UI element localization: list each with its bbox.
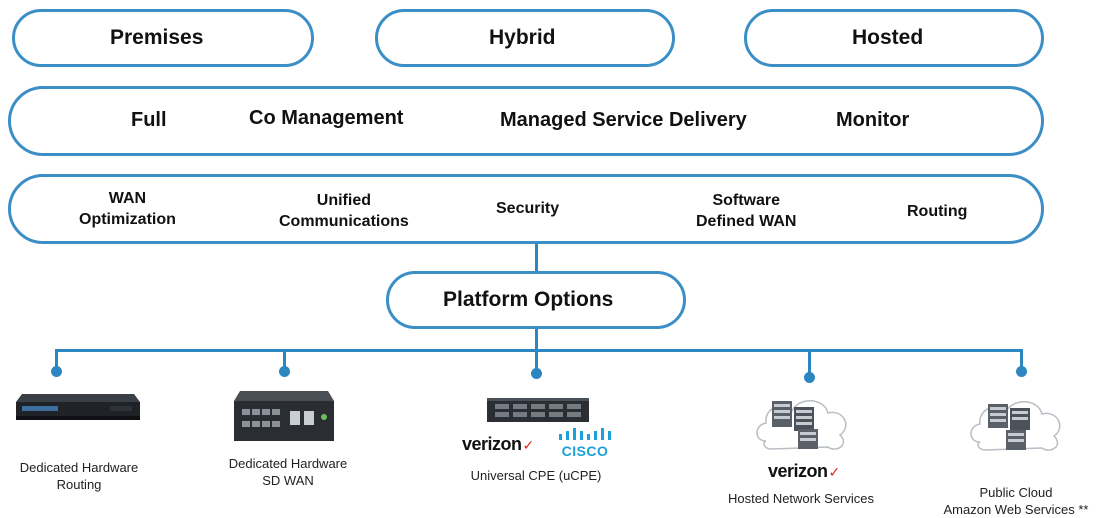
verizon-wordmark: verizon	[462, 434, 522, 454]
option-ucpe-caption: Universal CPE (uCPE)	[470, 468, 602, 483]
sdwan-device-icon	[234, 391, 334, 441]
connector-platform-bus	[535, 329, 538, 351]
premises-pill	[12, 9, 314, 67]
option-sdwan-line1: Dedicated Hardware	[228, 456, 348, 471]
option-cloud-caption: Public Cloud Amazon Web Services **	[926, 484, 1106, 518]
platform-pill	[386, 271, 686, 329]
dot-hosted	[804, 372, 815, 383]
connector-services-platform	[535, 244, 538, 272]
option-cloud-line2: Amazon Web Services **	[943, 502, 1089, 517]
drop-routing	[55, 349, 58, 369]
option-sdwan-caption: Dedicated Hardware SD WAN	[214, 455, 362, 489]
dot-sdwan	[279, 366, 290, 377]
cisco-logo: CISCO	[561, 443, 609, 459]
hosted-cloud-icon	[756, 400, 847, 450]
hosted-pill	[744, 9, 1044, 67]
service-wan-line2: Optimization	[79, 211, 176, 228]
service-wan-optimization: WAN Optimization	[79, 188, 176, 230]
hybrid-pill	[375, 9, 675, 67]
service-unified-communications: Unified Communications	[279, 190, 409, 232]
verizon-logo-hosted: verizon✓	[768, 461, 840, 482]
drop-sdwan	[283, 349, 286, 369]
verizon-wordmark-hosted: verizon	[768, 461, 828, 481]
dot-cloud	[1016, 366, 1027, 377]
verizon-check-icon-hosted: ✓	[828, 464, 841, 480]
service-wan-line1: WAN	[108, 190, 147, 207]
service-sdwan-line1: Software	[712, 192, 781, 209]
drop-hosted	[808, 349, 811, 375]
drop-ucpe	[535, 349, 538, 371]
dot-ucpe	[531, 368, 542, 379]
service-sdwan-line2: Defined WAN	[696, 213, 797, 230]
option-sdwan-line2: SD WAN	[262, 473, 314, 488]
public-cloud-icon	[970, 401, 1061, 451]
option-cloud-line1: Public Cloud	[979, 485, 1053, 500]
option-routing-caption: Dedicated Hardware Routing	[10, 459, 148, 493]
dot-routing	[51, 366, 62, 377]
services-pill	[8, 174, 1044, 244]
management-full: Full	[131, 109, 167, 131]
verizon-logo: verizon✓	[462, 434, 534, 455]
verizon-check-icon: ✓	[522, 437, 535, 453]
management-pill	[8, 86, 1044, 156]
hosted-label: Hosted	[852, 26, 924, 49]
service-sdwan: Software Defined WAN	[696, 190, 796, 232]
option-hosted-caption: Hosted Network Services	[728, 491, 874, 506]
hybrid-label: Hybrid	[489, 26, 556, 49]
service-uc-line1: Unified	[316, 192, 371, 209]
option-routing-line2: Routing	[56, 477, 102, 492]
service-security: Security	[496, 200, 560, 217]
ucpe-server-icon	[487, 398, 589, 422]
service-routing: Routing	[907, 203, 968, 220]
drop-cloud	[1020, 349, 1023, 369]
cisco-bars-icon	[559, 428, 611, 440]
option-routing-line1: Dedicated Hardware	[19, 460, 139, 475]
service-uc-line2: Communications	[279, 213, 409, 230]
management-monitor: Monitor	[836, 109, 910, 131]
premises-label: Premises	[110, 26, 204, 49]
management-msd: Managed Service Delivery	[500, 109, 747, 131]
platform-label: Platform Options	[443, 288, 614, 311]
platform-bus	[55, 349, 1023, 352]
router-device-icon	[16, 394, 140, 420]
management-co: Co Management	[249, 107, 404, 129]
